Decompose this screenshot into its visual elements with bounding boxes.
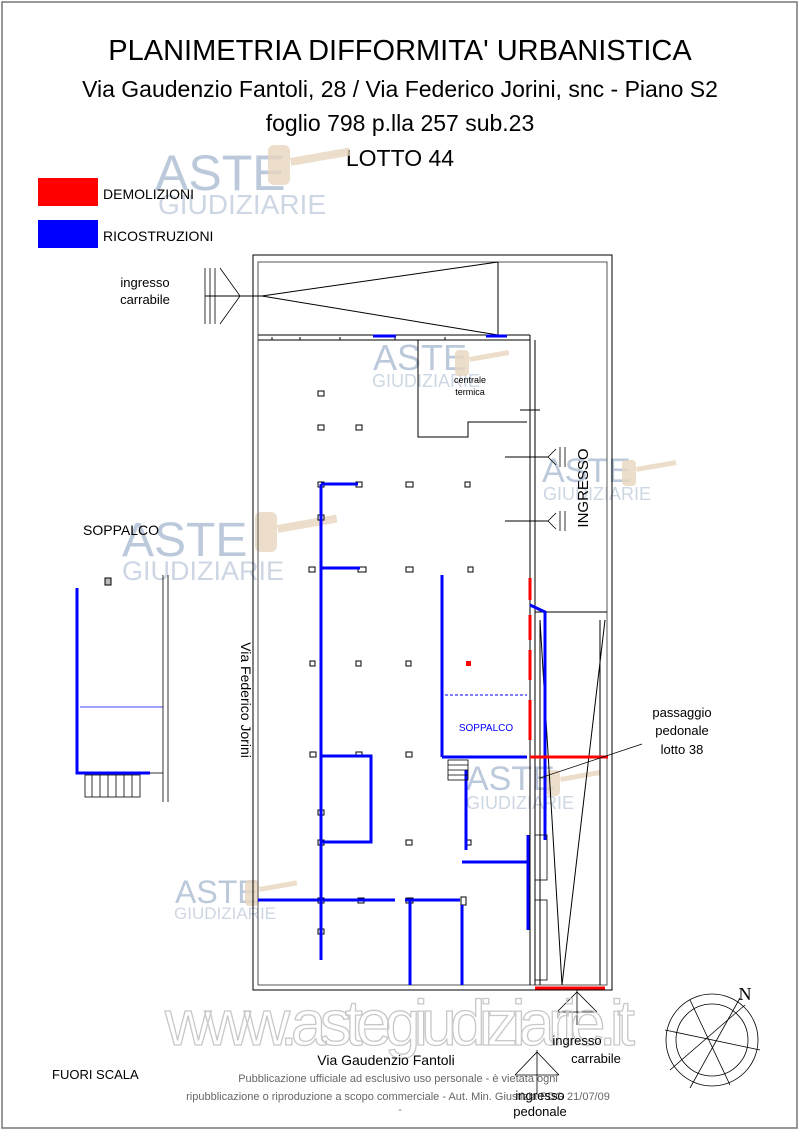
watermark-logo: ASTE GIUDIZIARIE ASTE GIUDIZIARIE ASTE G…: [122, 145, 651, 923]
pillars: [104, 390, 474, 935]
svg-text:GIUDIZIARIE: GIUDIZIARIE: [543, 484, 651, 504]
demolition-walls: [528, 578, 608, 990]
svg-text:ASTE: ASTE: [542, 452, 631, 490]
plan-title: PLANIMETRIA DIFFORMITA' URBANISTICA: [108, 35, 692, 67]
label-passaggio-2: pedonale: [655, 723, 709, 738]
entrance-arrows: [204, 267, 598, 1095]
label-passaggio: passaggio: [652, 705, 711, 720]
label-ingresso-carrabile-bottom: ingresso: [552, 1033, 601, 1048]
legal-notice-3: -: [398, 1105, 401, 1116]
plan-address: Via Gaudenzio Fantoli, 28 / Via Federico…: [82, 76, 718, 102]
svg-text:ASTE: ASTE: [155, 145, 286, 201]
svg-text:GIUDIZIARIE: GIUDIZIARIE: [122, 556, 284, 586]
label-ingresso-carrabile-top-2: carrabile: [120, 292, 170, 307]
plan-lot: LOTTO 44: [346, 145, 454, 171]
legend-swatch-reconstruction: [38, 220, 98, 248]
svg-text:GIUDIZIARIE: GIUDIZIARIE: [372, 371, 480, 391]
label-north: N: [739, 984, 752, 1004]
label-centrale-termica: centrale: [454, 375, 486, 385]
north-compass-icon: [664, 993, 761, 1089]
legend-label-reconstruction: RICOSTRUZIONI: [103, 228, 213, 244]
label-ingresso: INGRESSO: [575, 448, 592, 527]
label-fuori-scala: FUORI SCALA: [52, 1067, 139, 1082]
svg-text:GIUDIZIARIE: GIUDIZIARIE: [174, 904, 276, 923]
stairs: [84, 759, 548, 981]
label-soppalco-inner: SOPPALCO: [459, 723, 513, 734]
reconstruction-walls: [75, 334, 547, 985]
label-ingresso-carrabile-bottom-2: carrabile: [571, 1051, 621, 1066]
label-ingresso-carrabile-top: ingresso: [120, 275, 169, 290]
label-ingresso-pedonale-2: pedonale: [513, 1104, 567, 1119]
legal-notice-2: ripubblicazione o riproduzione a scopo c…: [186, 1091, 610, 1103]
demolished-pillar: [466, 661, 471, 666]
legend-swatch-demolition: [38, 178, 98, 206]
passage-leader-line: [539, 743, 643, 779]
svg-text:GIUDIZIARIE: GIUDIZIARIE: [158, 189, 326, 220]
svg-text:ASTE: ASTE: [373, 337, 467, 378]
label-via-jorini: Via Federico Jorini: [238, 642, 254, 758]
label-soppalco-left: SOPPALCO: [83, 522, 159, 538]
gavel-icon: [245, 145, 677, 906]
svg-text:ASTE: ASTE: [175, 874, 259, 910]
label-passaggio-3: lotto 38: [661, 742, 704, 757]
label-centrale-termica-2: termica: [455, 387, 485, 397]
label-ingresso-pedonale: ingresso: [515, 1088, 564, 1103]
legend-label-demolition: DEMOLIZIONI: [103, 186, 194, 202]
plan-cadastral: foglio 798 p.lla 257 sub.23: [266, 110, 535, 136]
building-walls: [205, 254, 613, 991]
watermark-url: www.astegiudiziarie.it: [164, 987, 635, 1059]
label-via-fantoli: Via Gaudenzio Fantoli: [317, 1052, 455, 1068]
legal-notice-1: Pubblicazione ufficiale ad esclusivo uso…: [238, 1073, 558, 1085]
svg-text:GIUDIZIARIE: GIUDIZIARIE: [466, 793, 574, 813]
svg-text:ASTE: ASTE: [122, 514, 247, 567]
soppalco-section: [80, 575, 169, 802]
